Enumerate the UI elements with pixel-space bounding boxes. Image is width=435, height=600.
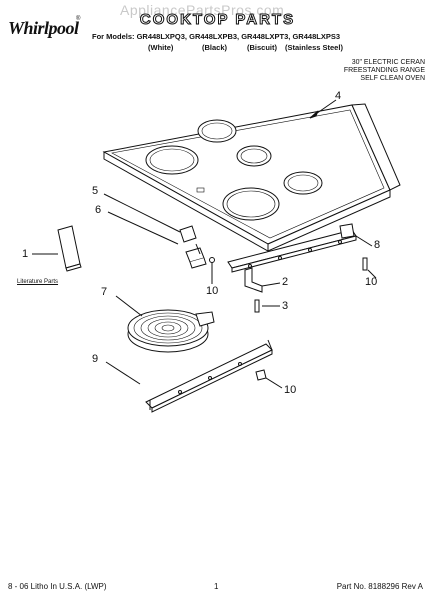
brand-name: Whirlpool (8, 18, 79, 38)
bracket-part-2 (244, 267, 263, 293)
color-white: (White) (148, 43, 174, 52)
callout-7: 7 (101, 286, 108, 298)
surface-element-part-7 (127, 309, 215, 353)
registered-mark: ® (76, 16, 81, 22)
callout-4: 4 (335, 90, 342, 102)
callout-1: 1 (22, 248, 29, 260)
description-line-1: 30" ELECTRIC CERAN (351, 59, 425, 66)
models-line: For Models: GR448LXPQ3, GR448LXPB3, GR44… (92, 32, 341, 41)
color-black: (Black) (202, 43, 228, 52)
page-title: COOKTOP PARTS (139, 11, 296, 29)
callout-10-b: 10 (365, 276, 378, 288)
description-line-2: FREESTANDING RANGE (343, 67, 425, 74)
whirlpool-logo: Whirlpool ® (6, 4, 86, 44)
screw-part-10-right (362, 257, 368, 271)
literature-booklet (57, 225, 81, 269)
callout-3: 3 (282, 300, 289, 312)
cooktop-panel (102, 103, 401, 252)
footer-print-info: 8 - 06 Litho In U.S.A. (LWP) (8, 582, 107, 591)
description-line-3: SELF CLEAN OVEN (360, 75, 425, 82)
callout-10-c: 10 (284, 384, 297, 396)
part-number: Part No. 8188296 Rev A (336, 582, 423, 591)
color-stainless: (Stainless Steel) (285, 43, 343, 52)
callout-2: 2 (282, 276, 289, 288)
callout-5: 5 (92, 185, 99, 197)
color-biscuit: (Biscuit) (247, 43, 277, 52)
callout-6: 6 (95, 204, 102, 216)
watermark: AppliancePartsPros.com (120, 2, 285, 18)
page-number: 1 (214, 582, 219, 591)
callout-10-a: 10 (206, 285, 219, 297)
screw-part-3 (254, 299, 260, 313)
rail-part-9 (145, 343, 273, 409)
callout-8: 8 (374, 239, 381, 251)
screw-part-10-bottom (255, 369, 267, 381)
literature-parts-label: Literature Parts (17, 279, 59, 285)
bracket-part-5 (179, 225, 197, 243)
callout-9: 9 (92, 353, 99, 365)
